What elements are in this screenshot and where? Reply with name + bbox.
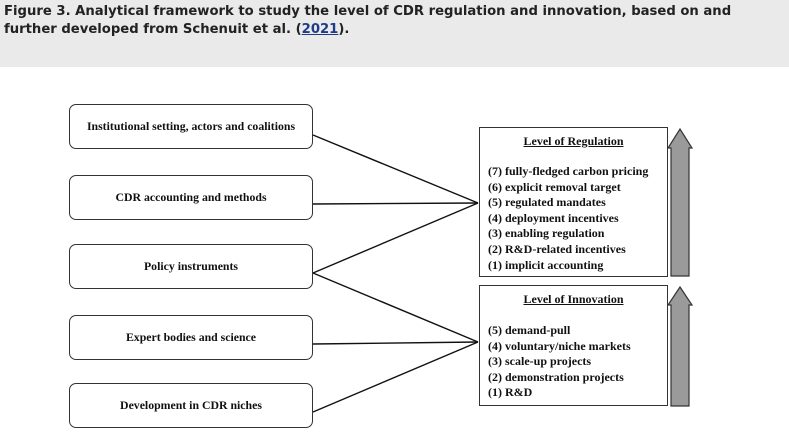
factor-expert-bodies: Expert bodies and science <box>69 315 313 360</box>
connector-accounting-regulation <box>312 202 479 205</box>
innovation-list: (5) demand-pull (4) voluntary/niche mark… <box>488 323 631 401</box>
factor-institutional-setting: Institutional setting, actors and coalit… <box>69 104 313 149</box>
connector-institutional-regulation <box>312 134 479 204</box>
regulation-item: (5) regulated mandates <box>488 195 606 210</box>
innovation-title: Level of Innovation <box>523 292 624 306</box>
connector-niches-innovation <box>312 341 479 413</box>
innovation-item: (4) voluntary/niche markets <box>488 338 631 353</box>
innovation-item: (2) demonstration projects <box>488 369 624 384</box>
innovation-item: (1) R&D <box>488 385 533 400</box>
factor-label: Development in CDR niches <box>120 398 262 412</box>
regulation-item: (3) enabling regulation <box>488 226 605 241</box>
regulation-title: Level of Regulation <box>523 134 624 148</box>
regulation-arrow-icon <box>666 127 694 277</box>
regulation-item: (4) deployment incentives <box>488 210 619 225</box>
caption-suffix: ). <box>338 22 350 37</box>
factor-cdr-accounting: CDR accounting and methods <box>69 175 313 220</box>
caption-text: Figure 3. Analytical framework to study … <box>4 4 732 37</box>
innovation-level-box: Level of Innovation (5) demand-pull (4) … <box>479 285 668 406</box>
factor-label: CDR accounting and methods <box>115 190 267 204</box>
regulation-list: (7) fully-fledged carbon pricing (6) exp… <box>488 164 648 273</box>
regulation-item: (2) R&D-related incentives <box>488 241 626 256</box>
connector-expert-innovation <box>312 341 479 345</box>
framework-diagram: Institutional setting, actors and coalit… <box>0 67 789 442</box>
innovation-item: (5) demand-pull <box>488 323 571 337</box>
regulation-item: (1) implicit accounting <box>488 257 604 272</box>
factor-policy-instruments: Policy instruments <box>69 244 313 289</box>
factor-label: Policy instruments <box>143 259 239 273</box>
factor-label: Expert bodies and science <box>125 330 257 344</box>
innovation-item: (3) scale-up projects <box>488 354 592 369</box>
regulation-level-box: Level of Regulation (7) fully-fledged ca… <box>479 127 668 277</box>
citation-link[interactable]: 2021 <box>301 22 339 37</box>
connector-policy-regulation <box>312 202 479 274</box>
figure-caption: Figure 3. Analytical framework to study … <box>0 0 789 67</box>
regulation-item: (6) explicit removal target <box>488 179 621 194</box>
factor-label: Institutional setting, actors and coalit… <box>86 119 296 133</box>
regulation-item: (7) fully-fledged carbon pricing <box>488 164 649 178</box>
connector-lines <box>312 127 694 413</box>
connector-policy-innovation <box>312 272 479 343</box>
innovation-arrow-icon <box>666 285 694 407</box>
factor-cdr-niches: Development in CDR niches <box>69 383 313 428</box>
